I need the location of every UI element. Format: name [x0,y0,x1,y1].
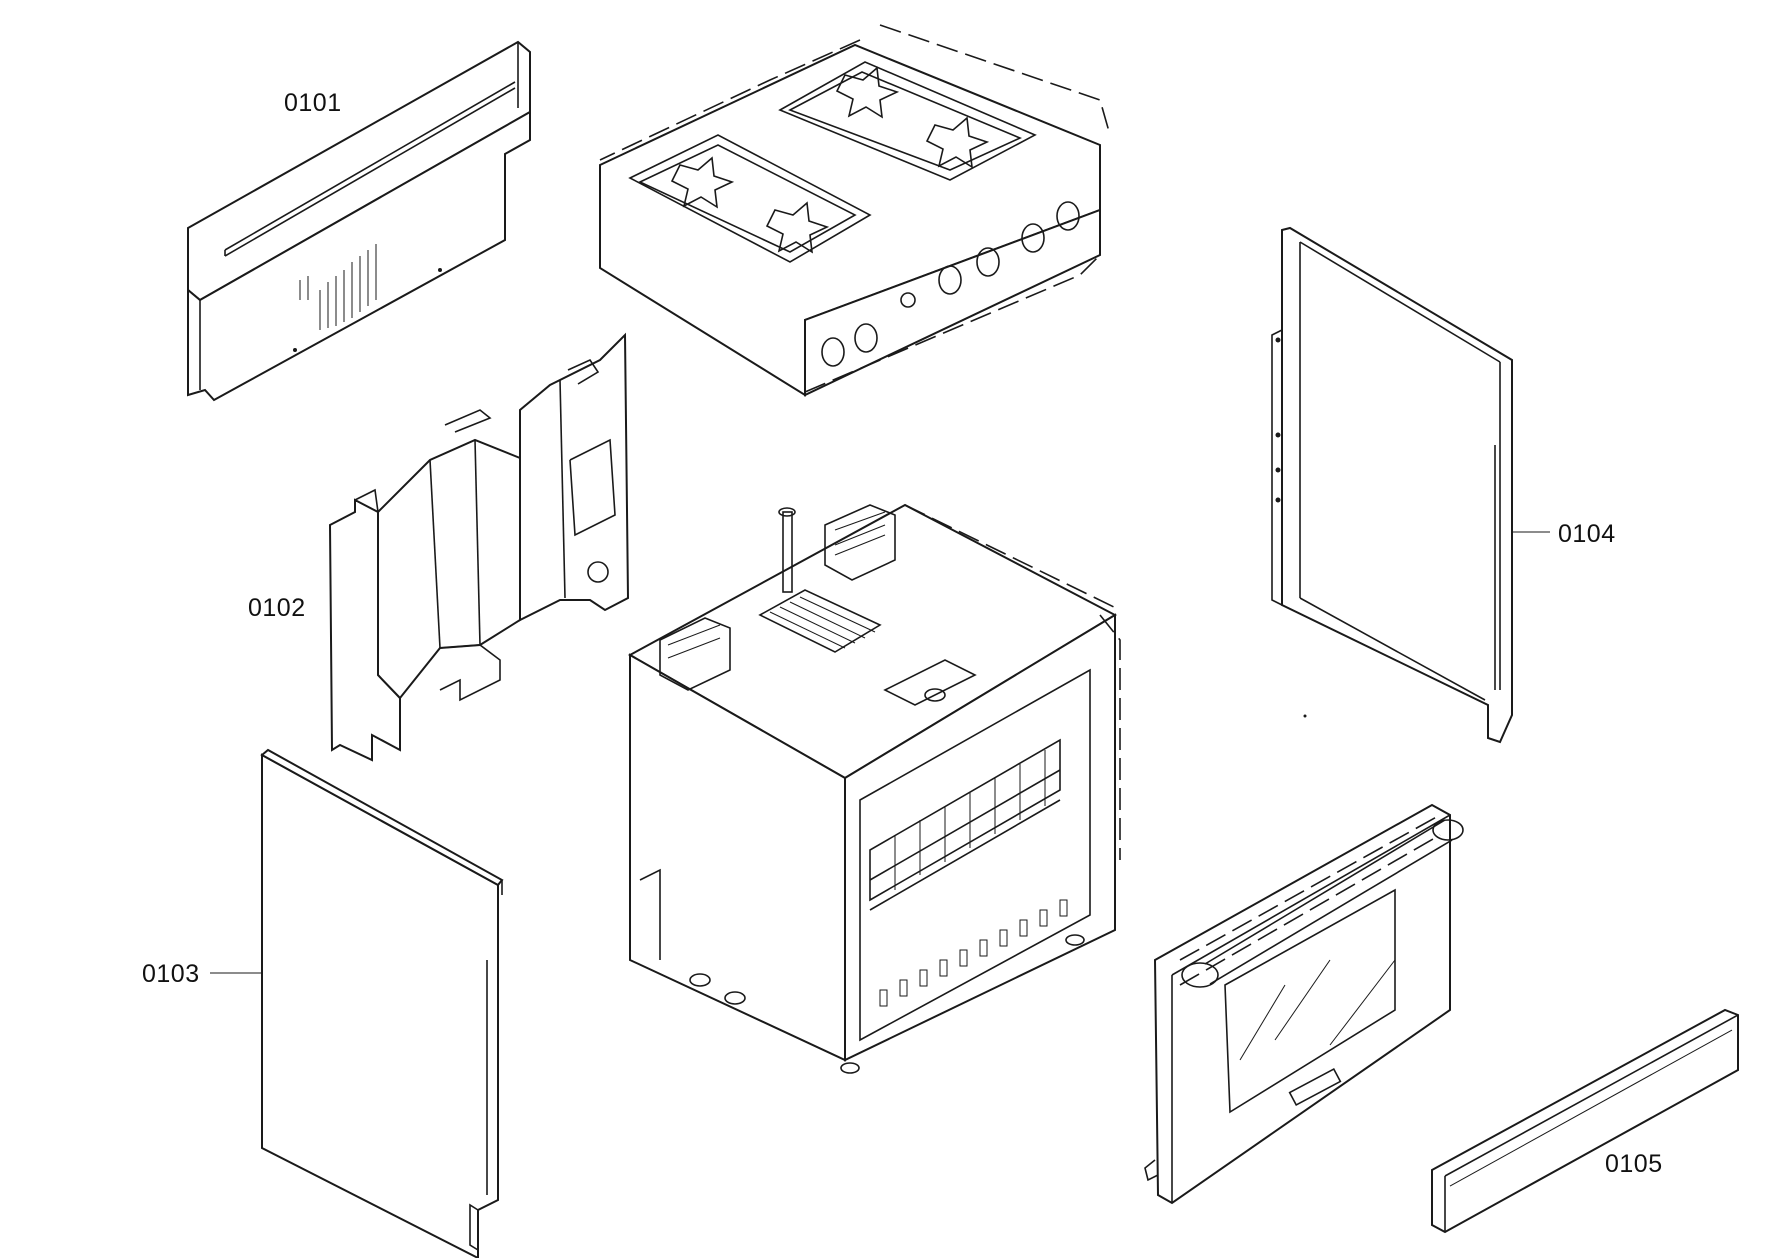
part-0101-back-panel [187,40,531,402]
door-handle [1181,819,1464,988]
oven-chassis [627,503,1121,1074]
bottom-vent-slots [879,899,1068,1007]
oven-racks [869,738,1061,911]
burner-grate-left-front [765,201,830,254]
part-0104-right-side-panel [1271,226,1513,744]
oven-door [1144,803,1464,1205]
burner-grate-right-front [925,116,990,169]
control-knobs [821,201,1080,367]
part-0105-kick-plate [1431,1008,1739,1234]
part-label-0103: 0103 [142,960,200,988]
part-label-0101: 0101 [284,89,342,117]
igniter-module-front [659,617,731,691]
cooktop-assembly [599,24,1111,397]
burner-grate-left-rear [670,156,735,209]
bake-element-grid [758,589,882,653]
part-0102-rear-baffle [328,332,630,762]
part-label-0104: 0104 [1558,520,1616,548]
part-0103-left-side-panel [260,748,504,1258]
vent-grille [299,244,377,330]
part-label-0102: 0102 [248,594,306,622]
igniter-module-rear [824,504,896,581]
part-label-0105: 0105 [1605,1150,1663,1178]
burner-grate-right-rear [835,66,900,119]
